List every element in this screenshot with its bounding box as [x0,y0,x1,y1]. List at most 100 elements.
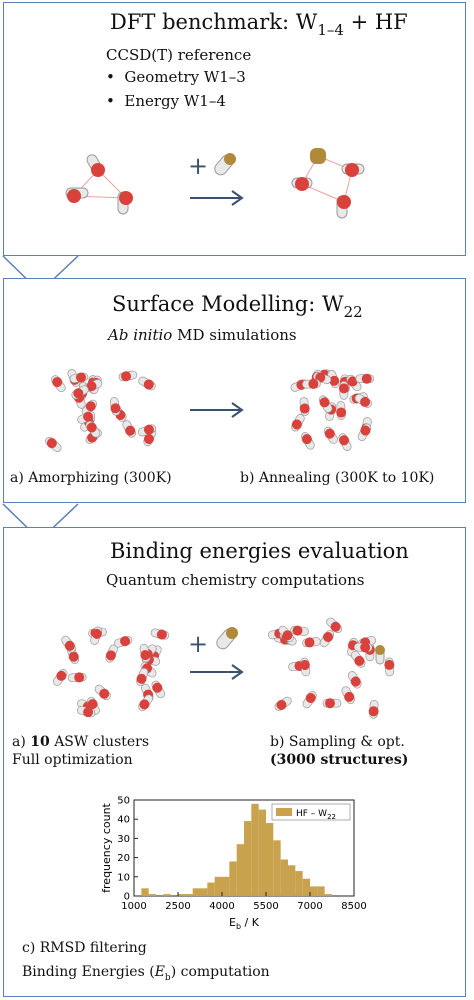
water-molecule [302,637,321,648]
x-tick-label: 8500 [341,901,366,912]
water-molecule [318,395,333,413]
y-tick-label: 50 [117,796,130,807]
panel2-step-b: b) Annealing (300K to 10K) [240,470,435,486]
panel3-step-b-line2: (3000 structures) [270,752,409,768]
legend-swatch [276,808,292,816]
arrow-right-icon [190,664,244,680]
water-molecule-3 [117,191,133,215]
histogram-bar [222,876,230,896]
panel3-step-c: c) RMSD filtering [22,940,147,956]
legend-label: HF – W22 [296,809,336,821]
water-molecule [319,630,335,648]
histogram-bar [200,888,208,896]
water-molecule [51,375,66,393]
panel1-bullet-1: • Geometry W1–3 [106,68,246,86]
water-trimer-hf-illustration [291,148,365,219]
histogram-bar [251,803,259,896]
cluster-asw [52,626,170,718]
water-molecule-2 [65,187,89,203]
water-molecule [354,393,372,408]
water-molecule [77,411,96,424]
histogram-bar [266,823,274,896]
panel3-final: Binding Energies (Eb) computation [22,964,270,983]
water-molecule [338,381,349,400]
legend: HF – W22 [271,803,351,821]
panel3-title: Binding energies evaluation [110,539,409,563]
water-molecule [122,420,137,438]
plus-sign-2: + [188,630,209,658]
water-molecule [109,397,121,416]
histogram-bar [324,894,332,896]
histogram-bar [273,840,281,896]
water-molecule [137,424,157,437]
panel1-bullet-2: • Energy W1–4 [106,92,226,110]
water-molecule [290,625,309,636]
histogram-bar [302,878,310,896]
panel3-step-b-line1: b) Sampling & opt. [270,734,405,750]
water-molecule [384,657,395,677]
panel-binding-energies [3,527,466,997]
histogram-bar [192,888,200,896]
water-molecule [138,376,156,391]
histogram-bar [295,871,303,896]
panel2-step-a: a) Amorphizing (300K) [10,470,172,486]
water-molecule [346,374,362,392]
water-molecule [323,426,338,444]
panel1-reference: CCSD(T) reference [106,46,252,64]
histogram-bar [141,888,149,896]
water-molecule [138,694,153,712]
x-axis-label: Eb / K [229,916,260,931]
water-molecule [347,671,362,689]
x-tick-label: 5500 [253,901,278,912]
histogram-bar [244,821,252,896]
histogram-bar [236,844,244,896]
water-molecule [326,617,343,634]
hf-molecule [375,645,385,665]
water-molecule [143,428,157,447]
water-molecule [150,628,170,640]
water-molecule [355,373,375,384]
cluster-annealed [290,369,375,451]
histogram-bar [207,882,215,896]
y-tick-label: 20 [117,853,130,864]
water-trimer-illustration [65,154,133,215]
histogram-bar [317,886,325,896]
x-tick-label: 1000 [121,901,146,912]
panel2-title: Surface Modelling: W22 [112,292,363,321]
water-molecule [76,705,96,718]
arrow-right-icon [190,190,244,206]
histogram-bar [214,876,222,896]
cluster-amorphous [45,369,157,453]
panel2-method: Ab initio MD simulations [108,326,297,344]
water-molecule [291,414,305,432]
water-molecule [139,643,151,663]
histogram-bar [178,894,186,896]
panel-dft-benchmark [3,2,466,256]
water-molecule [299,397,310,416]
water-molecule [322,698,342,709]
plus-sign-1: + [188,152,209,180]
y-tick-label: 0 [124,892,130,903]
water-molecule [338,433,352,451]
panel3-step-a-line1: a) 10 ASW clusters [12,734,150,750]
panel3-subtitle: Quantum chemistry computations [106,571,365,589]
water-molecule [85,420,101,438]
water-molecule [302,378,321,389]
panel1-title: DFT benchmark: W1–4 + HF [110,10,408,39]
x-tick-label: 4000 [209,901,234,912]
y-tick-label: 10 [117,872,130,883]
histogram-bar [280,859,288,896]
histogram-bar [229,861,237,896]
water-molecule [61,635,76,653]
arrow-right-icon [190,402,244,418]
water-molecule [71,385,89,400]
water-molecule [45,436,62,453]
hf-molecule-1 [214,153,236,176]
water-molecule [114,635,133,648]
water-molecule [299,657,311,677]
water-molecule [67,672,87,683]
water-molecule [278,625,294,642]
histogram-bar [148,894,156,896]
histogram-bar [163,894,171,896]
water-molecule [357,423,372,441]
